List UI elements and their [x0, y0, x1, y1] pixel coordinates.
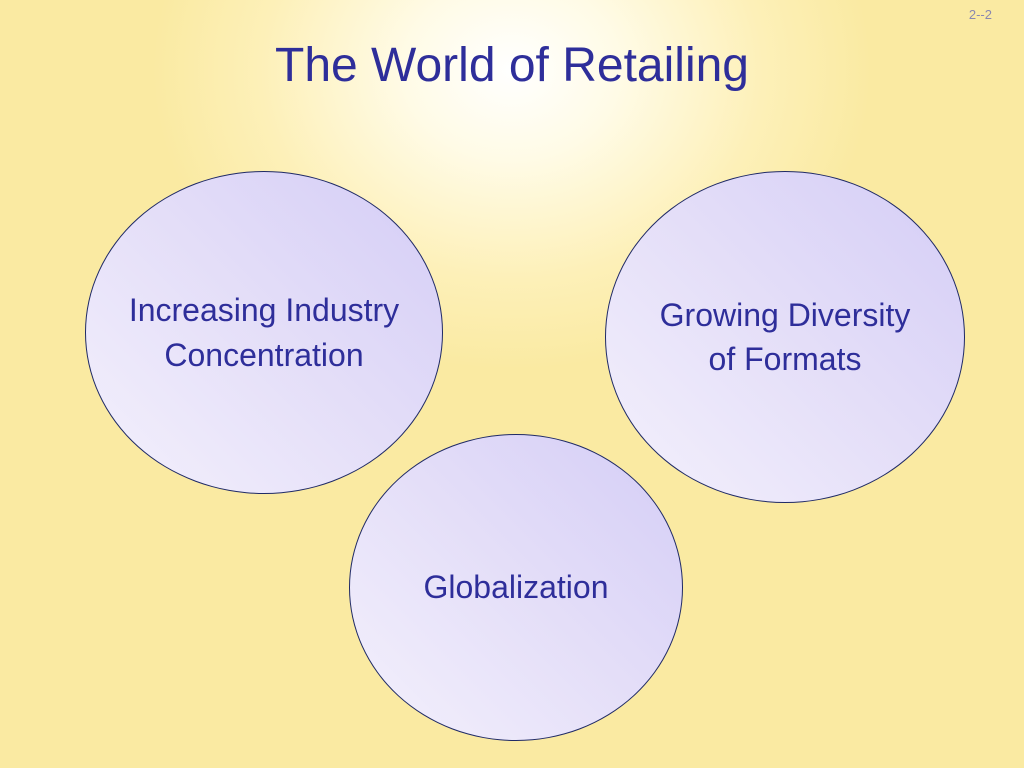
- circle-globalization: Globalization: [349, 434, 683, 741]
- circle-diversity-of-formats: Growing Diversity of Formats: [605, 171, 965, 503]
- slide-title: The World of Retailing: [275, 39, 749, 92]
- circle-industry-concentration: Increasing Industry Concentration: [85, 171, 443, 494]
- circle-label: Globalization: [423, 569, 609, 606]
- circle-label: Growing Diversity of Formats: [659, 296, 911, 377]
- circle-label: Increasing Industry Concentration: [128, 292, 400, 373]
- slide-number: 2--2: [968, 7, 992, 22]
